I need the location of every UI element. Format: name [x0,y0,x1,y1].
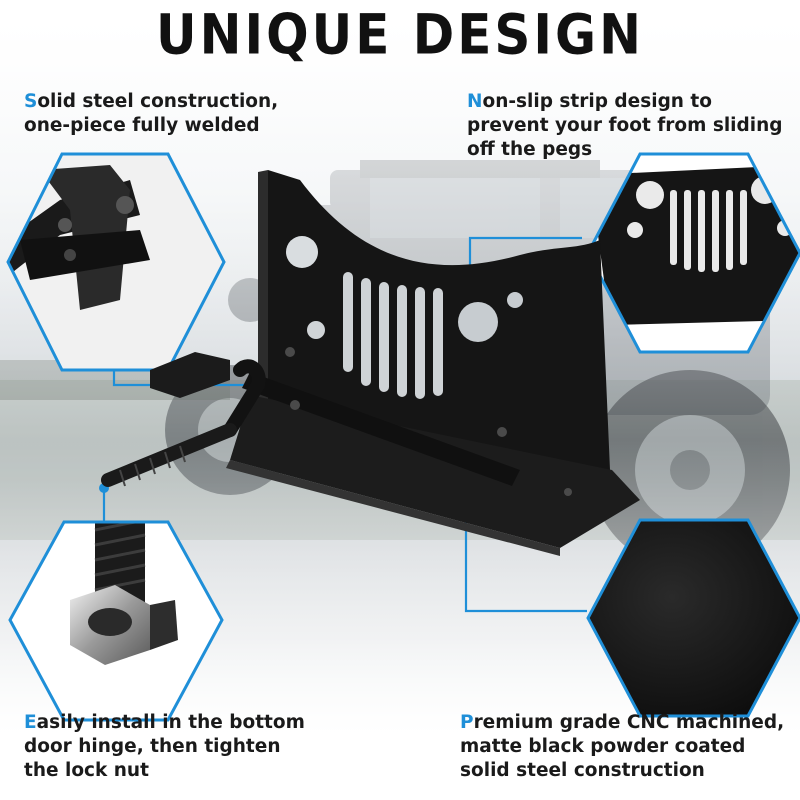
callout-initial: N [467,91,483,112]
callout-easy-install: Easily install in the bottom door hinge,… [24,711,305,783]
callout-line: prevent your foot from sliding [467,115,783,136]
callout-line: asily install in the bottom [36,712,305,733]
callout-line: solid steel construction [460,760,705,781]
callout-initial: S [24,91,38,112]
callout-line: matte black powder coated [460,736,746,757]
callout-line: off the pegs [467,139,593,160]
callout-non-slip: Non-slip strip design to prevent your fo… [467,90,783,162]
callout-line: on-slip strip design to [482,91,712,112]
page-title: UNIQUE DESIGN [156,3,644,67]
callout-line: remium grade CNC machined, [473,712,785,733]
callout-line: door hinge, then tighten [24,736,281,757]
callout-line: olid steel construction, [37,91,279,112]
callout-line: one-piece fully welded [24,115,260,136]
callout-premium-grade: Premium grade CNC machined, matte black … [460,711,784,783]
callout-solid-steel: Solid steel construction, one-piece full… [24,90,278,138]
callout-initial: E [24,712,37,733]
callout-line: the lock nut [24,760,149,781]
callout-initial: P [460,712,474,733]
